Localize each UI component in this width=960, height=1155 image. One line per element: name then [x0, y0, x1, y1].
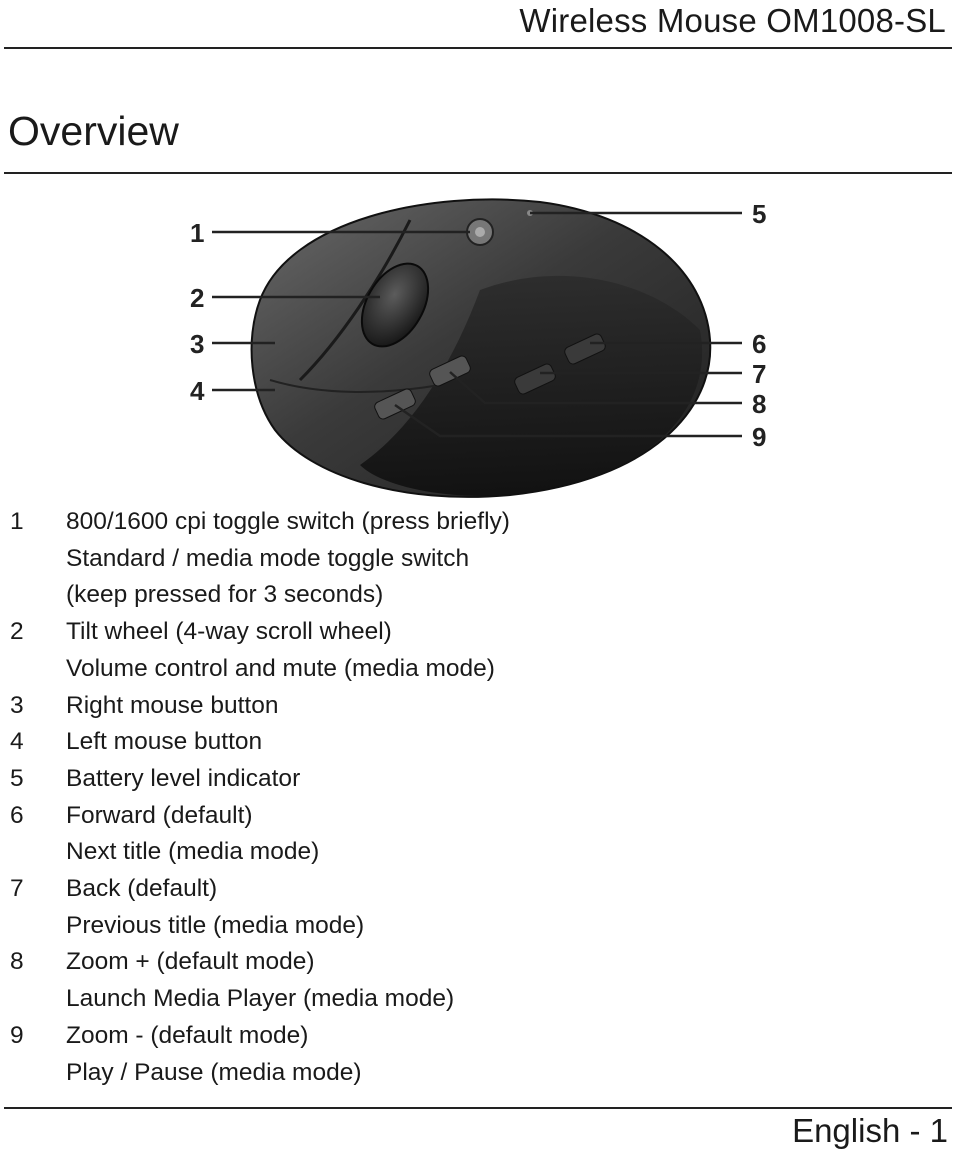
legend-text: Previous title (media mode) [66, 911, 365, 939]
legend-number: 7 [10, 875, 24, 903]
callout-1: 1 [190, 218, 204, 248]
legend-row: 4 Left mouse button [10, 724, 510, 761]
legend-row: Previous title (media mode) [10, 908, 510, 945]
legend-number: 6 [10, 801, 24, 829]
legend-text: Battery level indicator [66, 764, 301, 792]
mouse-diagram: 1 2 3 4 5 6 7 8 9 [180, 180, 780, 500]
legend-number [10, 651, 66, 688]
legend-text: Zoom - (default mode) [66, 1021, 309, 1049]
section-divider [4, 172, 952, 174]
legend-text: Launch Media Player (media mode) [66, 985, 455, 1013]
legend-number: 5 [10, 764, 24, 792]
legend-number [10, 577, 66, 614]
legend-text: Back (default) [66, 875, 218, 903]
legend-row: Play / Pause (media mode) [10, 1055, 510, 1092]
legend-number [10, 834, 66, 871]
zoom-plus-button [429, 355, 471, 387]
legend-row: 3 Right mouse button [10, 688, 510, 725]
footer-page-number: 1 [929, 1112, 948, 1149]
header-divider [4, 47, 952, 49]
legend-row: 1 800/1600 cpi toggle switch (press brief… [10, 504, 510, 541]
legend-number [10, 908, 66, 945]
footer-separator: - [909, 1112, 921, 1149]
legend-number: 2 [10, 618, 24, 646]
legend-number: 1 [10, 508, 24, 535]
legend-number: 9 [10, 1021, 24, 1049]
callout-3: 3 [190, 329, 204, 359]
page-footer: English - 1 [792, 1112, 948, 1150]
legend-text: Standard / media mode toggle switch [66, 544, 470, 572]
callout-9: 9 [752, 422, 766, 452]
footer-divider [4, 1107, 952, 1109]
legend-row: Next title (media mode) [10, 834, 510, 871]
legend-text: Next title (media mode) [66, 838, 320, 866]
legend-text: 800/1600 cpi toggle switch (press briefl… [66, 508, 510, 535]
legend-row: 8 Zoom + (default mode) [10, 944, 510, 981]
legend-text: Forward (default) [66, 801, 253, 829]
legend-text: Tilt wheel (4-way scroll wheel) [66, 618, 392, 646]
legend-text: Zoom + (default mode) [66, 948, 315, 976]
tilt-wheel [360, 262, 430, 348]
legend-number [10, 1055, 66, 1092]
forward-button [564, 333, 606, 365]
legend-text: Left mouse button [66, 728, 263, 756]
legend-text: Right mouse button [66, 691, 279, 719]
legend-number: 4 [10, 728, 24, 756]
mouse-illustration: 1 2 3 4 5 6 7 8 9 [190, 198, 766, 498]
zoom-minus-button [374, 388, 416, 420]
callout-6: 6 [752, 329, 766, 359]
legend-row: Launch Media Player (media mode) [10, 981, 510, 1018]
callout-4: 4 [190, 376, 205, 406]
footer-language: English [792, 1112, 901, 1149]
section-title: Overview [8, 108, 179, 154]
legend-row: 5 Battery level indicator [10, 761, 510, 798]
legend-row: 7 Back (default) [10, 871, 510, 908]
document-header-title: Wireless Mouse OM1008-SL [519, 2, 946, 39]
callout-8: 8 [752, 389, 766, 419]
back-button [514, 363, 556, 395]
legend-list: 1 800/1600 cpi toggle switch (press brief… [10, 504, 510, 1091]
callout-2: 2 [190, 283, 204, 313]
legend-row: Volume control and mute (media mode) [10, 651, 510, 688]
callout-7: 7 [752, 359, 766, 389]
legend-row: 6 Forward (default) [10, 798, 510, 835]
legend-number [10, 981, 66, 1018]
legend-number [10, 541, 66, 578]
legend-text: (keep pressed for 3 seconds) [66, 581, 384, 609]
legend-row: (keep pressed for 3 seconds) [10, 577, 510, 614]
legend-row: 2 Tilt wheel (4-way scroll wheel) [10, 614, 510, 651]
legend-row: 9 Zoom - (default mode) [10, 1018, 510, 1055]
legend-row: Standard / media mode toggle switch [10, 541, 510, 578]
legend-text: Volume control and mute (media mode) [66, 654, 495, 682]
callout-5: 5 [752, 199, 766, 229]
legend-text: Play / Pause (media mode) [66, 1058, 362, 1086]
legend-number: 3 [10, 691, 24, 719]
legend-number: 8 [10, 948, 24, 976]
